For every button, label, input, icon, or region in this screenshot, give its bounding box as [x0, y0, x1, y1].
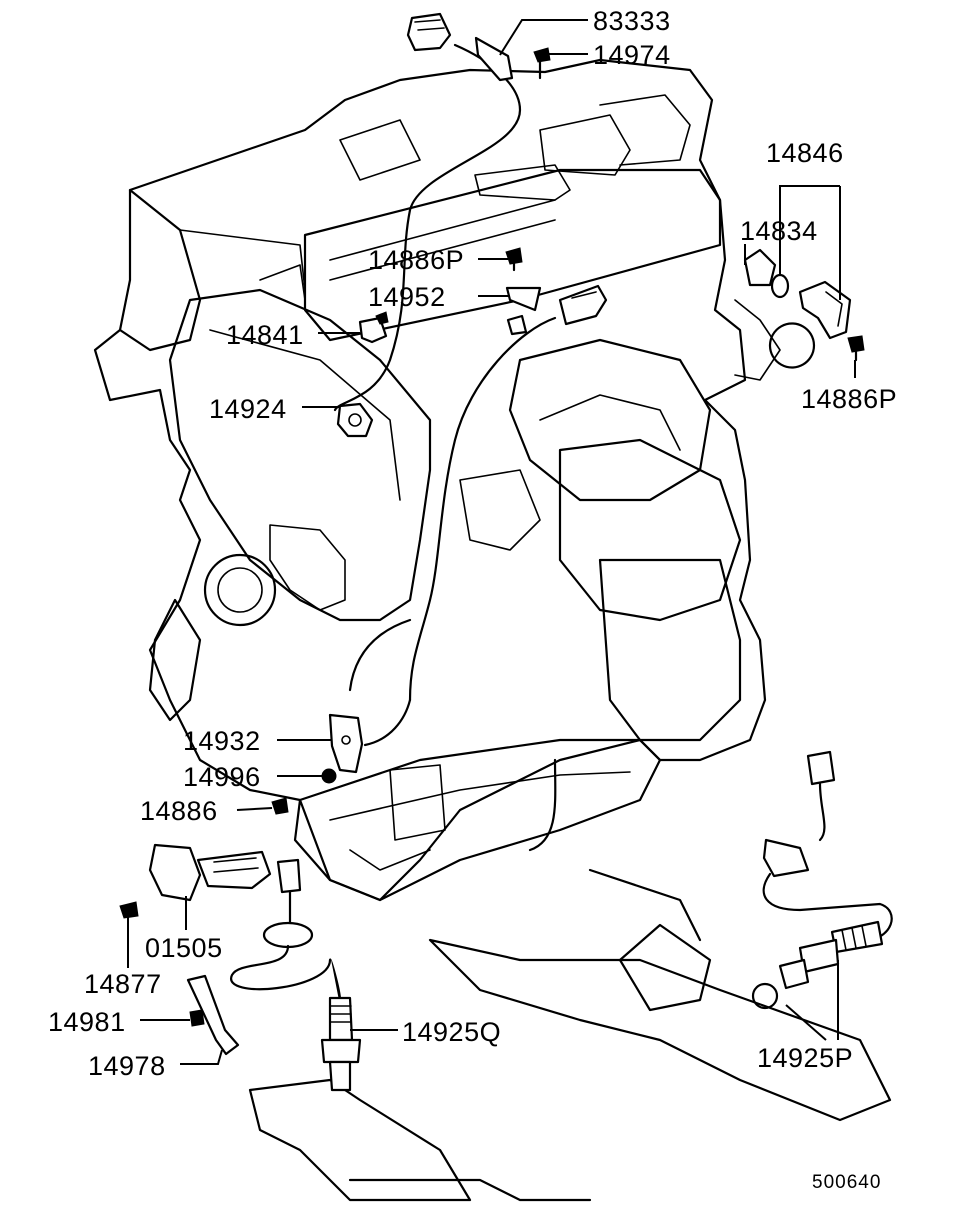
bolt-14877 [119, 901, 139, 919]
label-14978: 14978 [88, 1051, 166, 1081]
label-14886P-top: 14886P [368, 245, 464, 275]
label-14925P: 14925P [757, 1043, 853, 1073]
label-14834: 14834 [740, 216, 818, 246]
bolt-14981 [189, 1009, 205, 1027]
bracket-14932 [328, 713, 364, 774]
engine-block-drawing [93, 58, 816, 902]
label-14924: 14924 [209, 394, 287, 424]
label-14932: 14932 [183, 726, 261, 756]
crank-angle-sensor-01505 [148, 843, 272, 902]
harness-connector-mid [558, 284, 608, 326]
cam-angle-sensor-14846 [798, 280, 852, 340]
label-01505: 01505 [145, 933, 223, 963]
bolt-14886 [271, 797, 289, 815]
sensor-14924 [336, 402, 374, 438]
label-14996: 14996 [183, 762, 261, 792]
label-14841: 14841 [226, 320, 304, 350]
label-14952: 14952 [368, 282, 446, 312]
bracket-14978 [186, 974, 240, 1056]
label-14877: 14877 [84, 969, 162, 999]
label-14925Q: 14925Q [402, 1017, 501, 1047]
oxygen-sensor-14925Q [230, 858, 362, 1092]
oxygen-sensor-14925P [762, 750, 893, 990]
bracket-14952 [505, 286, 542, 336]
label-14846: 14846 [766, 138, 844, 168]
nut-14996 [321, 768, 337, 784]
label-14886P-right: 14886P [801, 384, 897, 414]
label-83333: 83333 [593, 6, 671, 36]
bolt-14886P-top [505, 247, 523, 272]
leader-lines [127, 19, 856, 1065]
label-14974: 14974 [593, 40, 671, 70]
clip-14841 [358, 311, 389, 344]
figure-id: 500640 [812, 1172, 881, 1193]
connector-83333 [406, 12, 514, 82]
bolt-14974 [533, 47, 551, 80]
label-14981: 14981 [48, 1007, 126, 1037]
bolt-14886P-right [847, 335, 865, 362]
wire-harness [333, 43, 557, 852]
label-14886: 14886 [140, 796, 218, 826]
o-ring-14834 [770, 273, 790, 299]
part-labels: 83333 14974 14846 14834 14886P 14952 148… [48, 6, 897, 1193]
